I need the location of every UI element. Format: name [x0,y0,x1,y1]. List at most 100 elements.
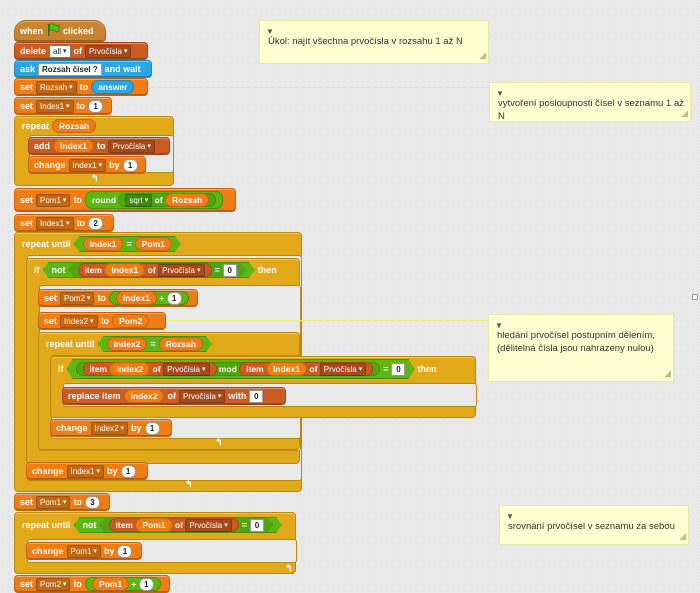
set-pom1-sqrt-block[interactable]: set Pom1 to round sqrt of Rozsah [14,188,236,212]
change-index2-block[interactable]: change Index2 by 1 [50,419,172,437]
equals-condition[interactable]: Index2 = Rozsah [98,336,212,352]
value-input[interactable]: 1 [166,291,182,305]
scroll-handle[interactable] [692,294,698,300]
left-reporter[interactable]: Index2 [107,337,148,351]
list-dropdown[interactable]: Prvočísla [163,363,209,376]
plus-reporter[interactable]: Index1 + 1 [108,291,189,305]
delete-item-dropdown[interactable]: all [49,44,71,58]
value-input[interactable]: 0 [250,519,264,532]
list-dropdown[interactable]: Prvočísla [320,363,366,376]
rozsah-reporter[interactable]: Rozsah [165,193,210,207]
func-dropdown[interactable]: sqrt [125,193,153,207]
left-reporter[interactable]: Index1 [83,237,124,251]
ask-and-wait-block[interactable]: ask Rozsah čísel ? and wait [14,60,152,78]
value-input[interactable]: 3 [84,495,100,509]
change-index1-block[interactable]: change Index1 by 1 [28,156,146,174]
resize-grip-icon[interactable]: ◢ [479,50,486,60]
item-reporter[interactable]: item Index1 of Prvočísla [78,263,212,277]
list-dropdown[interactable]: Prvočísla [158,264,204,277]
of-label: of [147,265,156,275]
value-reporter[interactable]: Pom2 [112,314,150,328]
list-dropdown[interactable]: Prvočísla [178,389,226,403]
not-condition[interactable]: not item Pom1 of Prvočísla = 0 [74,517,282,533]
delete-list-block[interactable]: delete all of Prvočísla [14,42,148,60]
value-input[interactable]: 1 [138,577,154,591]
set-var-dropdown[interactable]: Rozsah [36,80,77,94]
delete-list-dropdown[interactable]: Prvočísla [85,44,132,58]
add-to-list-block[interactable]: add Index1 to Prvočísla [28,137,170,155]
right-reporter[interactable]: Pom1 [135,237,172,251]
right-reporter[interactable]: Rozsah [159,337,203,351]
set-pom1-3-block[interactable]: set Pom1 to 3 [14,493,110,511]
index-reporter[interactable]: Index2 [123,389,165,403]
comment-note-sort[interactable]: ▼ srovnání prvočísel v seznamu za sebou … [499,505,689,545]
set-var-dropdown[interactable]: Index1 [36,216,74,230]
change-var-dropdown[interactable]: Pom1 [66,544,101,558]
set-index1-block[interactable]: set Index1 to 1 [14,97,112,115]
set-var-dropdown[interactable]: Index1 [36,99,74,113]
not-condition[interactable]: not item Index1 of Prvočísla = 0 [43,262,255,278]
plus-reporter[interactable]: Pom1 + 1 [84,577,161,591]
comment-note-search[interactable]: ▼ hledání prvočísel postupním dělením, (… [488,314,674,382]
equals-condition[interactable]: Index1 = Pom1 [74,236,181,252]
change-pom1-block[interactable]: change Pom1 by 1 [26,542,142,560]
equals-condition[interactable]: item Index1 of Prvočísla = 0 [69,262,246,278]
comment-note-task[interactable]: ▼ Úkol: najít všechna prvočísla v rozsah… [259,20,489,64]
resize-grip-icon[interactable]: ◢ [679,531,686,541]
collapse-triangle-icon[interactable]: ▼ [506,512,514,521]
replace-item-block[interactable]: replace item Index2 of Prvočísla with 0 [62,387,286,405]
sqrt-reporter[interactable]: sqrt of Rozsah [118,193,217,207]
set-var-dropdown[interactable]: Index2 [60,314,98,328]
value-input[interactable]: 2 [88,216,104,230]
add-list-dropdown[interactable]: Prvočísla [108,139,155,153]
left-reporter[interactable]: Index1 [115,291,157,305]
item-reporter-b[interactable]: item Index1 of Prvočísla [239,362,373,376]
value-input[interactable]: 1 [144,421,160,435]
set-var-dropdown[interactable]: Pom2 [60,291,95,305]
set-pom2-block[interactable]: set Pom2 to Index1 + 1 [38,289,198,307]
ask-question-input[interactable]: Rozsah čísel ? [38,62,102,76]
ask-wait-label: and wait [104,64,141,74]
equals-condition[interactable]: item Index2 of Prvočísla mod item Index1… [67,359,415,379]
value-input[interactable]: 0 [223,264,237,277]
index-reporter[interactable]: Index1 [266,362,307,376]
change-var-dropdown[interactable]: Index1 [66,464,105,478]
set-index2-block[interactable]: set Index2 to Pom2 [38,312,166,330]
list-dropdown[interactable]: Prvočísla [185,519,231,532]
value-input[interactable]: 1 [88,99,104,113]
answer-reporter[interactable]: answer [91,80,135,94]
item-reporter-a[interactable]: item Index2 of Prvočísla [83,362,217,376]
item-reporter[interactable]: item Pom1 of Prvočísla [109,518,239,532]
value-input[interactable]: 1 [120,464,136,478]
set-rozsah-block[interactable]: set Rozsah to answer [14,78,148,96]
set-label: set [44,316,58,326]
set-pom2-b-block[interactable]: set Pom2 to Pom1 + 1 [14,575,170,593]
value-input[interactable]: 1 [122,158,138,172]
equals-condition[interactable]: item Pom1 of Prvočísla = 0 [100,517,273,533]
index-reporter[interactable]: Pom1 [135,518,172,532]
resize-grip-icon[interactable]: ◢ [664,368,671,378]
mod-reporter[interactable]: item Index2 of Prvočísla mod item Index1… [76,362,381,376]
left-reporter[interactable]: Pom1 [91,577,130,591]
set-index1-2-block[interactable]: set Index1 to 2 [14,214,114,232]
index-reporter[interactable]: Index1 [104,263,145,277]
value-input[interactable]: 1 [117,544,133,558]
change-var-dropdown[interactable]: Index2 [90,421,129,435]
value-input[interactable]: 0 [391,363,405,376]
collapse-triangle-icon[interactable]: ▼ [495,321,503,330]
set-var-dropdown[interactable]: Pom1 [36,495,71,509]
when-flag-clicked-hat[interactable]: when clicked [14,20,106,42]
set-var-dropdown[interactable]: Pom2 [36,577,71,591]
collapse-triangle-icon[interactable]: ▼ [496,89,504,98]
index-reporter[interactable]: Index2 [109,362,150,376]
add-value-reporter[interactable]: Index1 [53,139,94,153]
collapse-triangle-icon[interactable]: ▼ [266,27,274,36]
change-var-dropdown[interactable]: Index1 [68,158,107,172]
change-index1-b-block[interactable]: change Index1 by 1 [26,462,148,480]
value-input[interactable]: 0 [249,389,264,403]
set-var-dropdown[interactable]: Pom1 [36,193,71,207]
comment-note-sequence[interactable]: ▼ vytvoření posloupnosti čísel v seznamu… [489,82,691,122]
resize-grip-icon[interactable]: ◢ [681,108,688,118]
round-reporter[interactable]: round sqrt of Rozsah [84,191,224,209]
repeat-count-reporter[interactable]: Rozsah [52,119,97,133]
